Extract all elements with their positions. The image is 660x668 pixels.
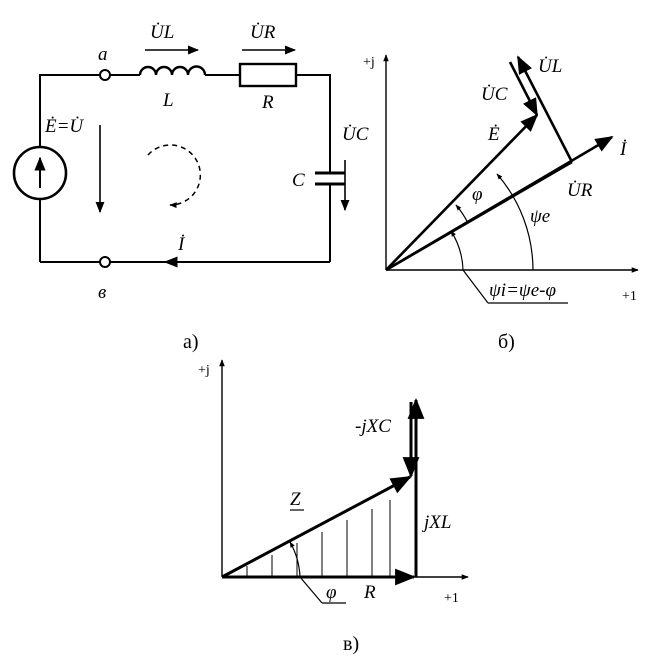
impedance-phi-leader (299, 576, 323, 604)
circuit-diagram: a в L R C Ė=U̇ U̇L U̇R U̇C İ а) (12, 21, 369, 353)
phasor-psi-e-label: ψe (530, 206, 550, 227)
phasor-diagram: +j +1 İ Ė U̇R U̇L U̇C φ ψe ψi=ψe-φ б) (363, 54, 639, 353)
phasor-axis-1-label: +1 (622, 289, 637, 304)
voltage-R-label: U̇R (250, 21, 276, 43)
phasor-UC-vector (508, 61, 539, 117)
current-label: İ (177, 234, 186, 255)
caption-a: а) (183, 331, 199, 353)
impedance-R-label: R (363, 582, 376, 603)
wire-resistor-capacitor (296, 74, 331, 173)
impedance-Z-vector (221, 475, 412, 579)
phasor-phi-arc (455, 204, 469, 224)
phasor-UR-label: U̇R (567, 179, 593, 201)
caption-c: в) (343, 633, 359, 655)
resistor-body (238, 62, 298, 88)
impedance-phi-label: φ (326, 582, 337, 603)
inductor-label: L (162, 90, 174, 111)
impedance-axis-1-label: +1 (444, 591, 459, 606)
node-a-terminal (99, 69, 111, 81)
source-label: Ė=U̇ (44, 115, 84, 137)
resistor-label: R (261, 92, 274, 113)
node-b-label: в (98, 282, 106, 303)
phasor-UL-vector (516, 55, 574, 163)
phasor-phi-label: φ (472, 184, 483, 205)
phasor-UR-vector (385, 160, 573, 272)
phasor-UL-label: U̇L (538, 55, 562, 77)
phasor-psi-i-arc (450, 230, 464, 271)
phasor-axis-j-label: +j (363, 55, 375, 70)
phasor-psi-i-leader (462, 269, 489, 304)
phasor-psi-e-arc (496, 173, 534, 271)
node-b-terminal (99, 256, 111, 268)
inductor-coil (138, 65, 207, 76)
voltage-C-label: U̇C (342, 123, 369, 145)
node-a-label: a (98, 44, 108, 65)
wire-top-left (39, 74, 105, 150)
impedance-hatching (246, 500, 391, 577)
impedance-jXC-label: -jXC (355, 416, 391, 437)
phasor-E-label: Ė (487, 124, 500, 145)
capacitor-label: C (292, 170, 305, 191)
phasor-I-label: İ (619, 139, 628, 160)
phasor-psi-i-label: ψi=ψe-φ (489, 280, 556, 301)
impedance-axis-j-label: +j (198, 363, 210, 378)
caption-b: б) (498, 331, 515, 353)
impedance-jXL-label: jXL (421, 512, 451, 533)
impedance-Z-label: Z (290, 489, 301, 510)
phasor-UC-label: U̇C (481, 83, 508, 105)
impedance-phi-arc (289, 541, 301, 578)
voltage-L-label: U̇L (150, 21, 174, 43)
loop-direction-arc (147, 144, 202, 209)
phasor-E-vector (385, 113, 539, 271)
impedance-triangle: +j +1 R jXL -jXC Z φ в) (198, 359, 469, 655)
